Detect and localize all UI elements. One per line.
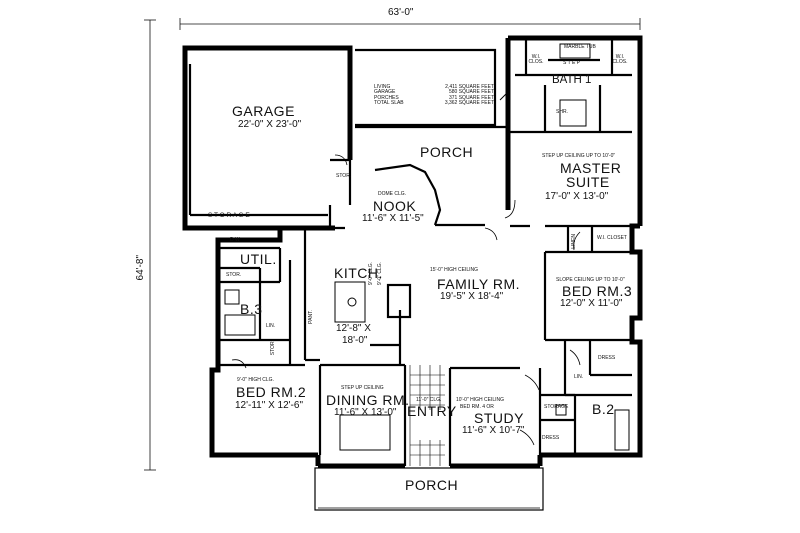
- width-dimension: 63'-0": [388, 7, 414, 18]
- kitchen-ceiling-label: 9'-0" CLG.: [368, 262, 374, 286]
- area-value: 3,362 SQUARE FEET: [444, 99, 494, 106]
- area-label: LIVING: [374, 84, 391, 90]
- exterior-walls: [182, 35, 643, 469]
- family-name: FAMILY RM.: [437, 276, 521, 292]
- entry-name: ENTRY: [407, 403, 457, 419]
- bath3-name: B.3: [240, 301, 263, 317]
- washer-dryer-label: D W: [230, 237, 240, 243]
- area-value: 2,411 SQUARE FEET: [445, 84, 494, 90]
- nook-note: DOME CLG.: [378, 191, 407, 197]
- kitchen-size-line2: 18'-0": [342, 335, 368, 346]
- fixtures: [224, 43, 630, 451]
- shower-label: SHR.: [556, 109, 568, 115]
- study-note-line2: BED RM. 4 OR: [460, 404, 494, 410]
- util-name: UTIL.: [240, 251, 277, 267]
- area-value: 580 SQUARE FEET: [448, 89, 494, 96]
- kitchen-name: KITCH.: [334, 265, 383, 281]
- garage-size: 22'-0" X 23'-0": [238, 119, 302, 130]
- nook-name: NOOK: [373, 198, 417, 214]
- bath2-storage-label: STORAGE: [544, 404, 569, 410]
- bed2-note: 9'-0" HIGH CLG.: [237, 377, 274, 383]
- wic-right-label: W.I. CLOS.: [612, 54, 628, 66]
- step-label: S T E P: [563, 60, 581, 66]
- master-note: STEP UP CEILING UP TO 10'-0": [542, 153, 616, 159]
- dining-note: STEP UP CEILING: [341, 385, 384, 391]
- garage-name: GARAGE: [232, 103, 295, 119]
- storage-label: STOR.: [336, 173, 352, 179]
- dining-size: 11'-6" X 13'-0": [334, 407, 397, 418]
- linen-closet-label: LINEN: [571, 234, 577, 249]
- bath1-name: BATH 1: [552, 74, 592, 86]
- dining-name: DINING RM.: [326, 392, 410, 408]
- area-label: GARAGE: [374, 89, 396, 96]
- pantry-label: PANT.: [308, 310, 314, 324]
- garage-storage-label: S T O R A G E: [208, 212, 250, 219]
- bed3-closet-label: W.I. CLOSET: [596, 235, 627, 241]
- study-note-line1: 10'-0" HIGH CEILING: [456, 397, 505, 403]
- master-name-line1: MASTER: [560, 160, 622, 176]
- entry-tile-grid: [409, 365, 445, 466]
- bed3-dress-label: DRESS: [598, 355, 616, 361]
- master-name-line2: SUITE: [566, 174, 610, 190]
- front-porch: [314, 467, 544, 511]
- entry-note: 11'-0" CLG.: [416, 397, 442, 403]
- nook-size: 11'-6" X 11'-5": [362, 213, 424, 224]
- bed3-linen-label: LIN.: [574, 374, 584, 380]
- front-porch-name: PORCH: [405, 477, 459, 493]
- master-size: 17'-0" X 13'-0": [545, 191, 609, 202]
- area-value: 371 SQUARE FEET: [448, 94, 494, 101]
- doors: [231, 154, 581, 446]
- depth-dimension: 64'-8": [135, 255, 146, 281]
- bed3-note: SLOPE CEILING UP TO 10'-0": [556, 277, 625, 283]
- study-name: STUDY: [474, 410, 524, 426]
- family-size: 19'-5" X 18'-4": [440, 291, 504, 302]
- bed3-name: BED RM.3: [562, 283, 633, 299]
- area-label: TOTAL SLAB: [374, 99, 404, 106]
- area-label: PORCHES: [374, 94, 399, 101]
- bath2-dress-label: DRESS: [542, 435, 560, 441]
- kitchen-ceiling-label: 9'-0" CLG.: [377, 262, 383, 286]
- interior-walls: [188, 40, 632, 466]
- rear-porch-name: PORCH: [420, 144, 474, 160]
- kitchen-size-line1: 12'-8" X: [336, 323, 371, 334]
- bath3-linen-label: LIN.: [266, 323, 276, 329]
- family-note: 15'-0" HIGH CEILING: [430, 267, 479, 273]
- bed2-storage-label: STOR.: [270, 340, 276, 356]
- area-table: LIVING 2,411 SQUARE FEET GARAGE 580 SQUARE…: [374, 84, 494, 106]
- bed3-size: 12'-0" X 11'-0": [560, 298, 623, 309]
- wic-left-label: W.I. CLOS.: [528, 54, 544, 66]
- util-storage-label: STOR.: [226, 272, 242, 278]
- bed2-name: BED RM.2: [236, 384, 307, 400]
- bed2-size: 12'-11" X 12'-6": [235, 400, 303, 411]
- marble-tub-label: MARBLE TUB: [564, 44, 596, 50]
- bath2-name: B.2: [592, 401, 615, 417]
- study-size: 11'-6" X 10'-7": [462, 425, 525, 436]
- dimension-lines: [144, 18, 641, 471]
